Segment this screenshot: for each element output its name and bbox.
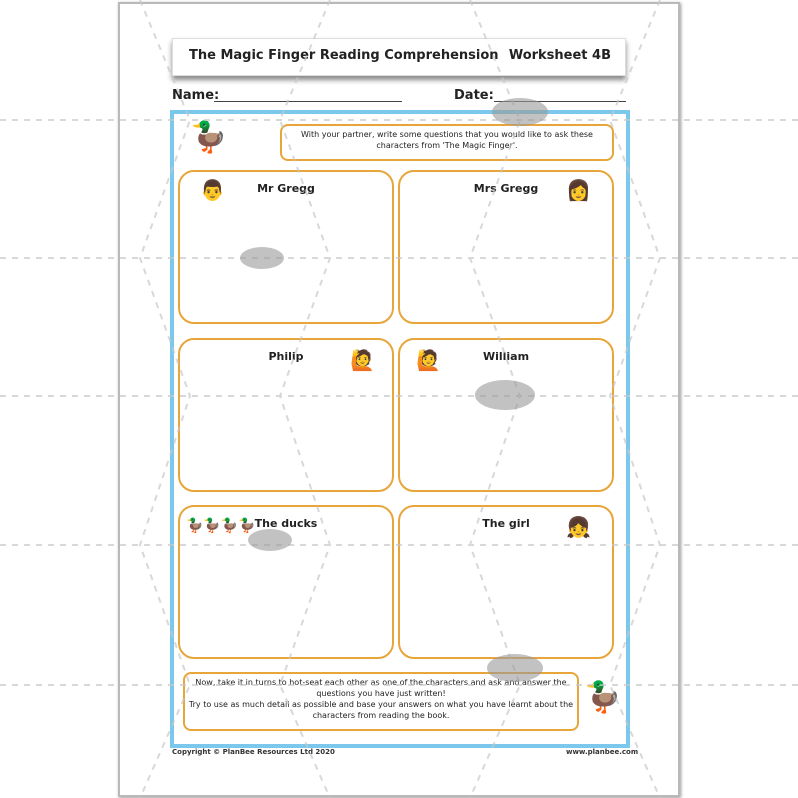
worksheet-title: The Magic Finger Reading Comprehension [189, 48, 499, 63]
instruction-text-bottom-1: Now, take it in turns to hot-seat each o… [195, 678, 567, 698]
standing-duck-icon: 🦆 [584, 680, 622, 715]
instruction-text-top: With your partner, write some questions … [301, 130, 593, 150]
girl-icon: 👧 [566, 515, 591, 539]
mrs-gregg-icon: 👩 [566, 178, 591, 202]
date-line[interactable] [494, 101, 626, 102]
copyright: Copyright © PlanBee Resources Ltd 2020 [172, 748, 335, 756]
name-line[interactable] [214, 101, 402, 102]
instruction-bubble-bottom: Now, take it in turns to hot-seat each o… [183, 672, 579, 731]
title-banner: The Magic Finger Reading Comprehension W… [172, 38, 626, 76]
name-label: Name: [172, 88, 220, 103]
date-label: Date: [454, 88, 494, 103]
worksheet-number: Worksheet 4B [508, 48, 611, 63]
mr-gregg-icon: 👨 [200, 178, 225, 202]
philip-icon: 🙋 [350, 348, 375, 372]
website: www.planbee.com [566, 748, 639, 756]
instruction-text-bottom-2: Try to use as much detail as possible an… [188, 700, 574, 720]
flying-duck-icon: 🦆 [190, 120, 228, 155]
instruction-bubble-top: With your partner, write some questions … [280, 124, 614, 161]
ducks-icon: 🦆🦆🦆🦆 [186, 518, 256, 534]
william-icon: 🙋 [416, 348, 441, 372]
